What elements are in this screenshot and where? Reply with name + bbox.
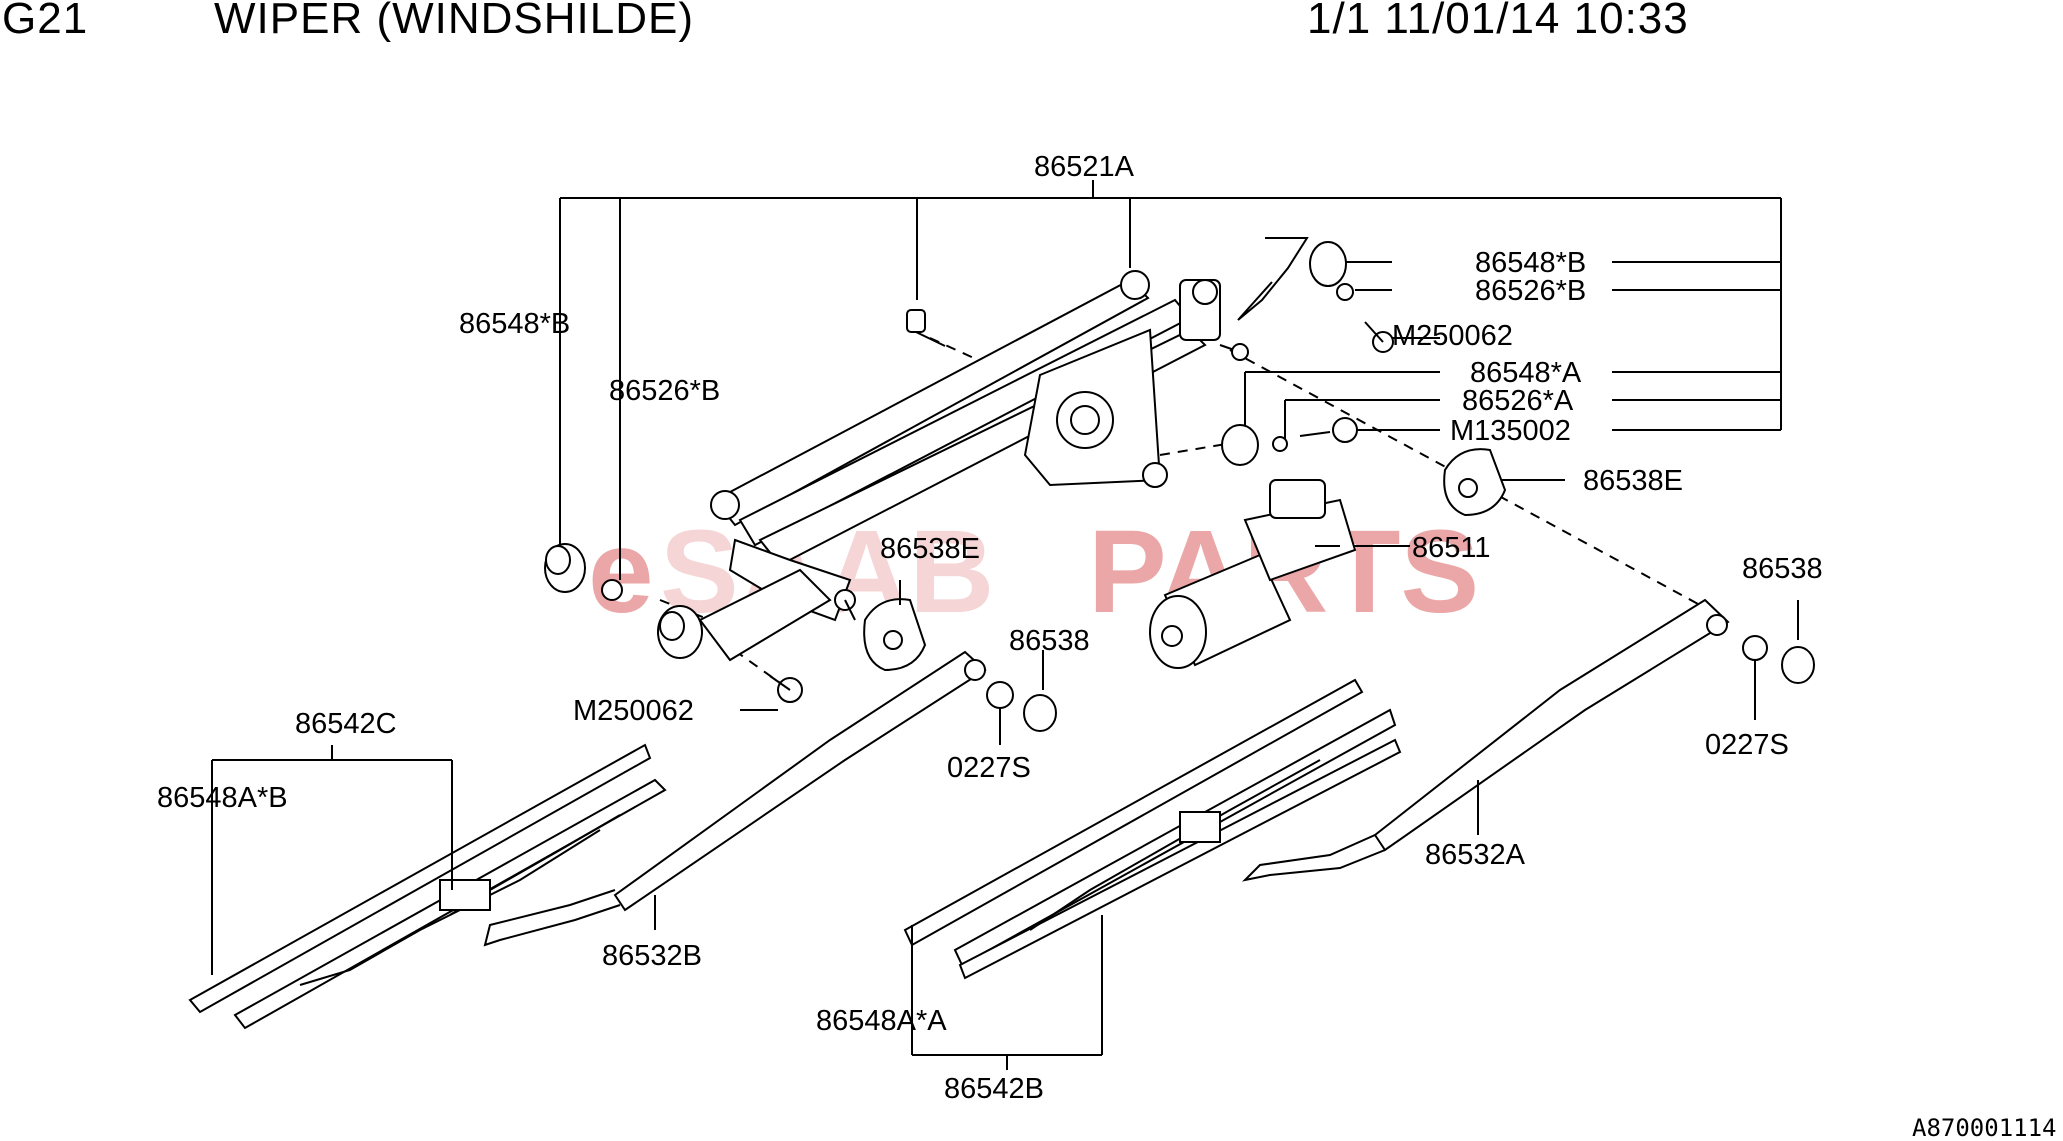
label-86526B-right: 86526*B <box>1475 275 1586 307</box>
label-M135002: M135002 <box>1450 415 1571 447</box>
group-code: G21 <box>2 0 89 43</box>
label-86542C: 86542C <box>295 708 397 740</box>
label-86542B: 86542B <box>944 1073 1044 1105</box>
page-info: 1/1 11/01/14 10:33 <box>1307 0 1689 43</box>
label-86511: 86511 <box>1412 532 1491 564</box>
arm-86532B <box>483 650 1057 947</box>
label-M250062-left: M250062 <box>573 695 694 727</box>
blade-86542C <box>188 743 667 1030</box>
caps-86538E <box>863 448 1507 672</box>
label-0227S-mid: 0227S <box>947 752 1031 784</box>
label-0227S-right: 0227S <box>1705 729 1789 761</box>
label-86548A: 86548*A <box>1470 357 1582 389</box>
label-86526B-left: 86526*B <box>609 375 720 407</box>
label-86521A: 86521A <box>1034 151 1135 183</box>
blade-86542B <box>903 678 1402 1070</box>
label-86538-mid: 86538 <box>1009 625 1090 657</box>
label-86526A: 86526*A <box>1462 385 1574 417</box>
wiper-motor <box>1149 479 1357 669</box>
reference-code: A870001114 <box>1912 1114 2057 1141</box>
right-leaders <box>1237 237 1565 547</box>
label-86532A: 86532A <box>1425 839 1526 871</box>
label-86548B-left: 86548*B <box>459 308 570 340</box>
right-bushings <box>1221 241 1394 466</box>
page-title: WIPER (WINDSHILDE) <box>214 0 694 43</box>
label-86538-right: 86538 <box>1742 553 1823 585</box>
label-86548AA: 86548A*A <box>816 1005 947 1037</box>
arm-86532A <box>1241 598 1815 882</box>
linkage-assembly <box>698 270 1249 662</box>
label-86532B: 86532B <box>602 940 702 972</box>
callout-labels: 86521A 86548*B 86526*B 86548*B 86526*B M… <box>157 151 2057 1141</box>
leader-86521A <box>559 180 1782 580</box>
label-86548AB: 86548A*B <box>157 782 288 814</box>
label-M250062-right: M250062 <box>1392 320 1513 352</box>
label-86538E-mid: 86538E <box>880 533 980 565</box>
left-bushings <box>544 309 946 711</box>
label-86548B-right: 86548*B <box>1475 247 1586 279</box>
label-86538E-right: 86538E <box>1583 465 1683 497</box>
